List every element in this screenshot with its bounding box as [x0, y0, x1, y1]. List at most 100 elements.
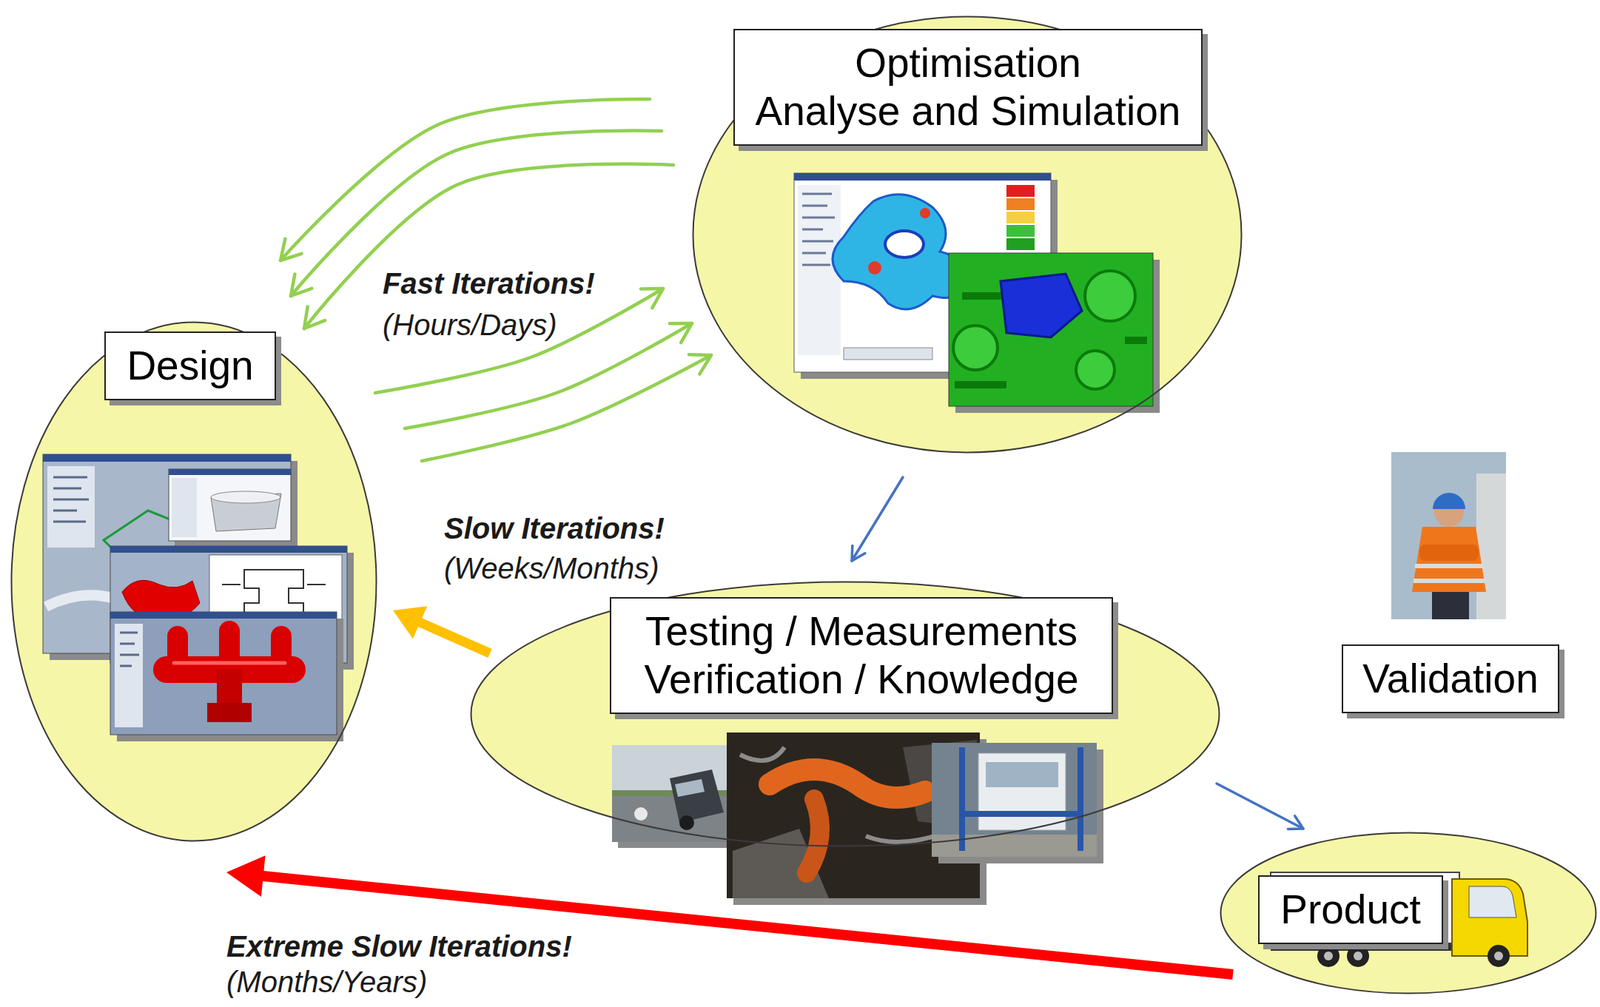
cab-window — [985, 762, 1059, 788]
arrowhead — [226, 855, 266, 897]
connector-line — [1216, 783, 1304, 829]
wheel — [679, 815, 695, 831]
node-title: Analyse and Simulation — [755, 87, 1182, 136]
title-bar — [168, 469, 291, 476]
stage-ellipse: Design — [10, 321, 378, 843]
ellipse-outline — [11, 322, 377, 842]
tree-panel — [171, 478, 197, 538]
connector — [280, 99, 650, 261]
connector-line — [304, 164, 674, 329]
floor — [931, 834, 1097, 857]
status-bar — [843, 347, 933, 360]
flange — [207, 703, 252, 723]
tank — [634, 807, 648, 821]
wheel — [1346, 945, 1370, 968]
cfd-screenshot — [948, 253, 1160, 413]
hot-pipe — [806, 799, 820, 874]
title-box: Testing / Measurements Verification / Kn… — [609, 597, 1114, 715]
wheel — [1317, 945, 1340, 968]
stage-ellipse: Testing / Measurements Verification / Kn… — [469, 580, 1221, 848]
legend-bar — [1006, 224, 1035, 237]
wheel — [1487, 945, 1510, 968]
tree-lines — [119, 632, 140, 667]
connector — [1216, 783, 1304, 830]
title-box: Product — [1258, 875, 1444, 945]
title-box: Design — [104, 331, 276, 401]
ellipse-outline — [1221, 833, 1597, 994]
stress-spot — [919, 207, 931, 219]
arrowhead — [669, 323, 692, 343]
truck — [1270, 872, 1528, 968]
tree-panel — [114, 623, 143, 728]
connector-line — [412, 618, 490, 654]
connector-line — [375, 288, 664, 393]
connector — [851, 477, 903, 561]
arrowhead — [304, 306, 325, 329]
ellipse-fill — [693, 17, 1242, 453]
iteration-note: (Hours/Days) — [379, 307, 561, 342]
ellipse-fills — [11, 17, 1597, 994]
hub — [1494, 951, 1504, 961]
arrowhead — [688, 354, 712, 374]
crossed-arms — [1419, 544, 1479, 561]
connector — [392, 606, 490, 654]
iteration-note: Extreme Slow Iterations! — [223, 929, 576, 964]
node-title: Testing / Measurements Verification / Kn… — [632, 607, 1091, 704]
legend-bar — [1006, 185, 1035, 197]
hole — [885, 230, 924, 258]
tree-lines — [802, 193, 835, 265]
tree-panel — [47, 466, 95, 548]
arrowhead — [1287, 816, 1304, 830]
test-rig — [962, 747, 1081, 852]
pipe — [1076, 350, 1115, 390]
connector — [375, 288, 664, 393]
title-bar — [794, 173, 1051, 181]
helmet — [1432, 492, 1466, 510]
tilted-truck — [669, 769, 724, 823]
connector-line — [851, 477, 903, 561]
stage-ellipse: Product — [1219, 831, 1598, 995]
building — [1476, 473, 1507, 620]
iteration-note: (Months/Years) — [223, 965, 430, 1000]
connector — [421, 354, 712, 462]
photo-ground — [1391, 452, 1507, 620]
test-photo — [931, 743, 1104, 864]
iteration-note: (Weeks/Months) — [441, 551, 662, 586]
arrowhead — [851, 545, 866, 561]
manifold-outlet — [216, 669, 242, 706]
stage-ellipse: OptimisationAnalyse and Simulation — [691, 15, 1243, 454]
cab — [1451, 879, 1528, 957]
highlight — [173, 661, 285, 666]
node-title: Design — [126, 341, 254, 391]
ellipse-outline — [471, 582, 1220, 847]
arrowhead — [392, 606, 428, 639]
window — [168, 469, 291, 541]
cab-window — [1469, 886, 1517, 918]
legend-bar — [1006, 198, 1035, 211]
truck-cab — [978, 753, 1066, 831]
tree-lines — [53, 477, 89, 522]
stress-spot — [868, 261, 882, 275]
node-title: Optimisation — [755, 39, 1182, 88]
node-title: Product — [1280, 885, 1421, 934]
iteration-note: Slow Iterations! — [441, 511, 668, 546]
ellipse-fill — [1221, 833, 1597, 994]
legend-bar — [1006, 238, 1035, 251]
title-bar — [110, 612, 337, 619]
connector — [304, 164, 674, 329]
hub — [1353, 951, 1363, 961]
ellipse-fill — [11, 322, 377, 842]
validation-box: Validation — [1341, 644, 1559, 714]
arrowhead — [640, 288, 664, 308]
reflective-stripe — [1414, 563, 1484, 569]
reflective-stripe — [1413, 578, 1485, 584]
truck-window — [674, 779, 705, 798]
iteration-note: Fast Iterations! — [379, 266, 598, 301]
hub — [1323, 951, 1333, 961]
window — [948, 253, 1154, 407]
blue-block — [1000, 273, 1082, 338]
cad-screenshot — [110, 612, 344, 742]
